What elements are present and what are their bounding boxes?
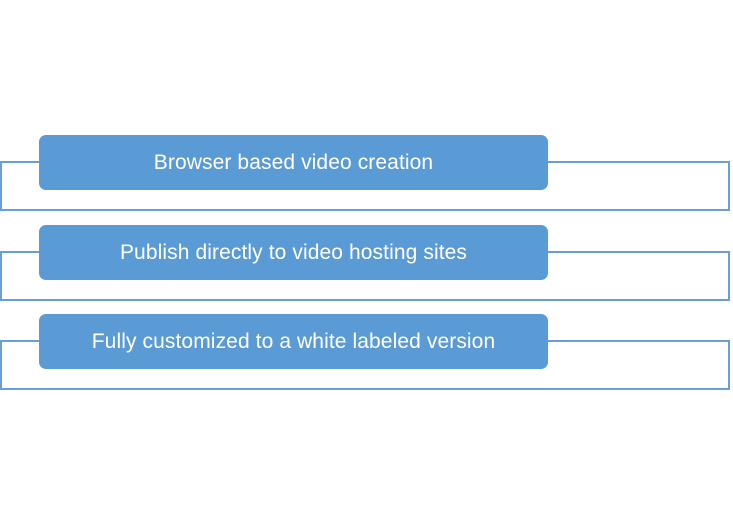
feature-label: Publish directly to video hosting sites [119,240,468,264]
feature-row: Browser based video creation [0,135,733,215]
feature-row: Fully customized to a white labeled vers… [0,314,733,394]
feature-row: Publish directly to video hosting sites [0,225,733,305]
feature-pill: Publish directly to video hosting sites [39,225,548,280]
feature-pill: Browser based video creation [39,135,548,190]
feature-pill: Fully customized to a white labeled vers… [39,314,548,369]
feature-label: Fully customized to a white labeled vers… [91,329,496,353]
feature-label: Browser based video creation [153,150,434,174]
